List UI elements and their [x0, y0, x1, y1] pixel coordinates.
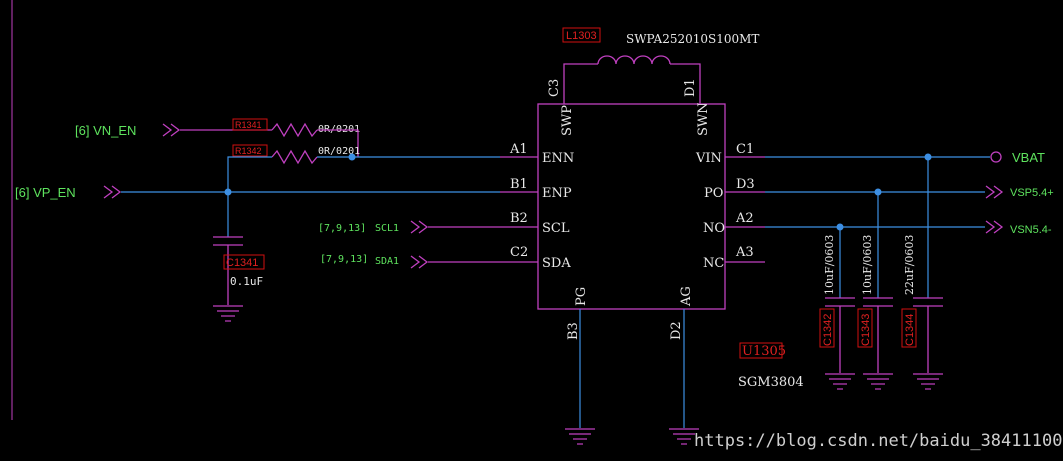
pin-name-ag: AG — [679, 286, 694, 307]
net-arrow-icon — [985, 220, 1004, 234]
resistor-ref: R1342 — [235, 146, 262, 156]
pin-name-enp: ENP — [542, 186, 572, 201]
net-label-vn-en: [6] VN_EN — [75, 123, 136, 138]
pin-num-d3: D3 — [736, 177, 755, 192]
cap-ref: C1343 — [860, 314, 872, 346]
net-sheets-scl: [7,9,13] — [318, 223, 366, 234]
pin-name-swp: SWP — [560, 105, 575, 136]
ground-icon — [669, 428, 699, 445]
resistor-ref-box — [232, 118, 268, 131]
pin-num-a2: A2 — [735, 211, 754, 226]
junction-dot — [348, 153, 356, 161]
net-label-scl1: SCL1 — [375, 223, 399, 234]
pin-name-nc: NC — [703, 256, 724, 271]
cap-value: 10uF/0603 — [823, 235, 836, 295]
pin-num-b3: B3 — [566, 322, 581, 340]
inductor-l1303[interactable]: L1303 SWPA252010S100MT — [562, 27, 759, 104]
pin-name-po: PO — [704, 186, 723, 201]
capacitor-c1341[interactable]: C1341 0.1uF — [213, 192, 265, 322]
capacitor-c1343[interactable]: 10uF/0603 C1343 — [857, 192, 893, 390]
wire-r1342-in — [227, 156, 272, 192]
net-arrow-icon — [410, 220, 429, 234]
cap-value: 0.1uF — [230, 275, 263, 288]
cap-ref: C1342 — [822, 314, 834, 346]
chip-part: SGM3804 — [738, 375, 804, 390]
pin-num-c3: C3 — [547, 79, 562, 97]
pin-name-sda: SDA — [542, 256, 571, 271]
resistor-ref-box — [232, 144, 268, 157]
pin-num-a1: A1 — [509, 142, 528, 157]
inductor-coil-icon — [597, 55, 671, 65]
resistor-r1341[interactable]: R1341 0R/0201 — [232, 118, 360, 138]
inductor-ref-box — [562, 27, 601, 43]
ground-icon — [825, 373, 855, 390]
pin-num-a3: A3 — [735, 245, 754, 260]
ground-icon — [213, 305, 243, 322]
cap-ref-box — [819, 308, 835, 348]
pin-num-d2: D2 — [669, 321, 684, 340]
capacitor-c1342[interactable]: 10uF/0603 C1342 — [819, 227, 855, 390]
chip-ref: U1305 — [742, 344, 786, 359]
pin-name-no: NO — [703, 221, 725, 236]
pin-num-d1: D1 — [683, 78, 698, 97]
pin-num-c2: C2 — [510, 245, 528, 260]
net-label-vsp: VSP5.4+ — [1010, 187, 1054, 199]
inductor-ref: L1303 — [566, 30, 597, 42]
cap-ref-box — [223, 254, 265, 270]
cap-ref: C1344 — [904, 314, 916, 346]
cap-ref: C1341 — [226, 257, 258, 269]
net-label-vbat: VBAT — [1012, 150, 1045, 165]
cap-value: 10uF/0603 — [861, 235, 874, 295]
ground-icon — [913, 373, 943, 390]
power-port-icon — [990, 151, 1002, 163]
watermark: https://blog.csdn.net/baidu_38411100 — [694, 431, 1062, 451]
net-sheets-sda: [7,9,13] — [320, 254, 368, 265]
pin-name-enn: ENN — [542, 151, 574, 166]
inductor-value: SWPA252010S100MT — [626, 32, 759, 46]
net-arrow-icon — [410, 255, 429, 269]
ground-icon — [863, 373, 893, 390]
resistor-zigzag-icon — [271, 122, 318, 138]
resistor-zigzag-icon — [271, 149, 318, 165]
pin-name-scl: SCL — [542, 221, 570, 236]
wire-r1341-out — [317, 129, 359, 157]
cap-ref-box — [857, 308, 873, 348]
pin-name-vin: VIN — [695, 151, 722, 166]
chip-u1305[interactable]: C3 SWP D1 SWN A1 ENN B1 ENP B2 SCL C2 SD… — [500, 78, 804, 390]
net-label-vsn: VSN5.4- — [1010, 224, 1052, 236]
pin-name-swn: SWN — [696, 102, 711, 136]
pin-num-b1: B1 — [510, 177, 528, 192]
chip-body — [537, 103, 726, 310]
pin-name-pg: PG — [574, 287, 589, 306]
net-label-sda1: SDA1 — [375, 256, 399, 267]
inductor-leads — [563, 63, 701, 104]
resistor-value: 0R/0201 — [318, 146, 360, 157]
net-arrow-icon — [985, 185, 1004, 199]
resistor-ref: R1341 — [235, 120, 262, 130]
cap-value: 22uF/0603 — [903, 235, 916, 295]
net-arrow-icon — [103, 185, 122, 199]
ground-icon — [565, 428, 595, 445]
net-arrow-icon — [162, 123, 181, 137]
pin-num-c1: C1 — [736, 142, 754, 157]
capacitor-c1344[interactable]: 22uF/0603 C1344 — [901, 157, 943, 390]
chip-ref-box — [739, 342, 783, 359]
net-label-vp-en: [6] VP_EN — [15, 185, 76, 200]
resistor-r1342[interactable]: R1342 0R/0201 — [232, 144, 360, 165]
pin-num-b2: B2 — [510, 211, 528, 226]
cap-ref-box — [901, 308, 917, 348]
